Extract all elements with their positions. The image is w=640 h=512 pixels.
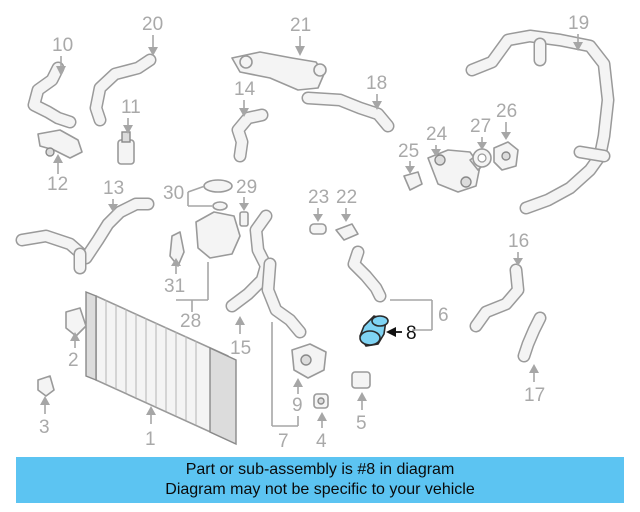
caption-banner: Part or sub-assembly is #8 in diagram Di… [16,457,624,503]
callout-29: 29 [236,177,257,211]
part-20-hose[interactable] [89,53,157,127]
svg-text:27: 27 [470,116,491,137]
svg-text:17: 17 [524,385,545,406]
part-23-fitting[interactable] [309,223,327,235]
callout-14: 14 [234,79,256,117]
part-2-mount[interactable] [65,307,87,337]
part-13-coolant-pipe[interactable] [15,197,155,275]
svg-text:14: 14 [234,79,256,100]
part-17-hose[interactable] [517,311,547,363]
callout-2: 2 [68,332,80,371]
svg-text:8: 8 [406,323,417,344]
svg-text:15: 15 [230,338,251,359]
callout-22: 22 [336,187,357,222]
svg-text:31: 31 [164,276,185,297]
callout-19: 19 [568,13,589,51]
callout-6: 6 [390,299,449,331]
svg-text:12: 12 [47,174,68,195]
coolant-reservoir[interactable] [195,211,241,259]
part-21-coolant-pipe[interactable] [231,51,327,91]
callout-1: 1 [145,406,156,450]
svg-text:22: 22 [336,187,357,208]
part-7-hose-assembly[interactable] [261,257,307,339]
part-12-bracket[interactable] [37,129,83,159]
svg-text:2: 2 [68,350,79,371]
svg-text:9: 9 [292,395,303,416]
callout-15: 15 [230,316,251,359]
svg-text:29: 29 [236,177,257,198]
caption-line-1: Part or sub-assembly is #8 in diagram [185,461,455,478]
svg-text:10: 10 [52,35,73,56]
callout-8: 8 [386,323,417,344]
svg-text:25: 25 [398,141,419,162]
svg-text:7: 7 [278,431,289,452]
part-4-temperature-sensor[interactable] [313,393,329,409]
svg-text:5: 5 [356,413,367,434]
part-16-hose[interactable] [469,263,525,333]
part-5-switch[interactable] [351,371,371,389]
callout-26: 26 [496,101,517,140]
callout-12: 12 [47,154,68,195]
svg-text:23: 23 [308,187,329,208]
svg-text:16: 16 [508,231,529,252]
part-1-radiator[interactable] [85,290,237,446]
part-18-hose[interactable] [301,91,395,133]
svg-text:1: 1 [145,429,156,450]
caption-line-2: Diagram may not be specific to your vehi… [165,481,475,498]
svg-text:30: 30 [163,183,184,204]
svg-text:24: 24 [426,124,448,145]
callout-27: 27 [470,116,491,150]
part-19-radiator-hose[interactable] [465,29,615,215]
callout-21: 21 [290,15,311,56]
svg-text:28: 28 [180,311,201,332]
part-22-fitting[interactable] [335,223,359,241]
part-26-thermostat[interactable] [493,141,519,171]
svg-text:21: 21 [290,15,311,36]
callout-7: 7 [271,322,299,452]
svg-text:6: 6 [438,305,449,326]
callout-18: 18 [366,73,387,110]
part-3-mount[interactable] [37,375,55,397]
callout-20: 20 [142,14,163,56]
part-9-flange[interactable] [291,343,327,379]
callout-24: 24 [426,124,448,157]
callout-9: 9 [292,378,303,416]
svg-text:3: 3 [39,417,50,438]
callout-16: 16 [508,231,529,266]
exploded-parts-diagram: 10 20 11 12 21 [15,13,615,452]
callout-23: 23 [308,187,329,222]
callout-25: 25 [398,141,419,174]
part-31-clip[interactable] [169,231,185,267]
callout-3: 3 [39,396,50,438]
svg-text:11: 11 [121,97,141,118]
part-14-hose[interactable] [231,108,269,163]
svg-text:26: 26 [496,101,517,122]
svg-text:20: 20 [142,14,163,35]
part-6-hose[interactable] [347,245,387,303]
callout-28: 28 [176,262,209,332]
callout-30: 30 [163,183,212,207]
svg-text:13: 13 [103,178,124,199]
part-27-o-ring[interactable] [472,148,492,168]
part-29-level-sensor[interactable] [239,211,249,227]
svg-text:18: 18 [366,73,387,94]
callout-10: 10 [52,35,73,76]
part-10-hose[interactable] [27,61,77,129]
part-25-gasket[interactable] [403,171,423,191]
callout-4: 4 [316,412,327,452]
callout-5: 5 [356,392,367,434]
svg-text:19: 19 [568,13,589,34]
callout-11: 11 [121,97,141,134]
part-11-sensor[interactable] [117,131,135,165]
callout-17: 17 [524,364,545,406]
part-30-reservoir-cap[interactable] [203,179,233,211]
part-8-highlighted[interactable] [359,315,389,347]
callout-31: 31 [164,258,185,297]
svg-text:4: 4 [316,431,327,452]
callout-13: 13 [103,178,124,212]
